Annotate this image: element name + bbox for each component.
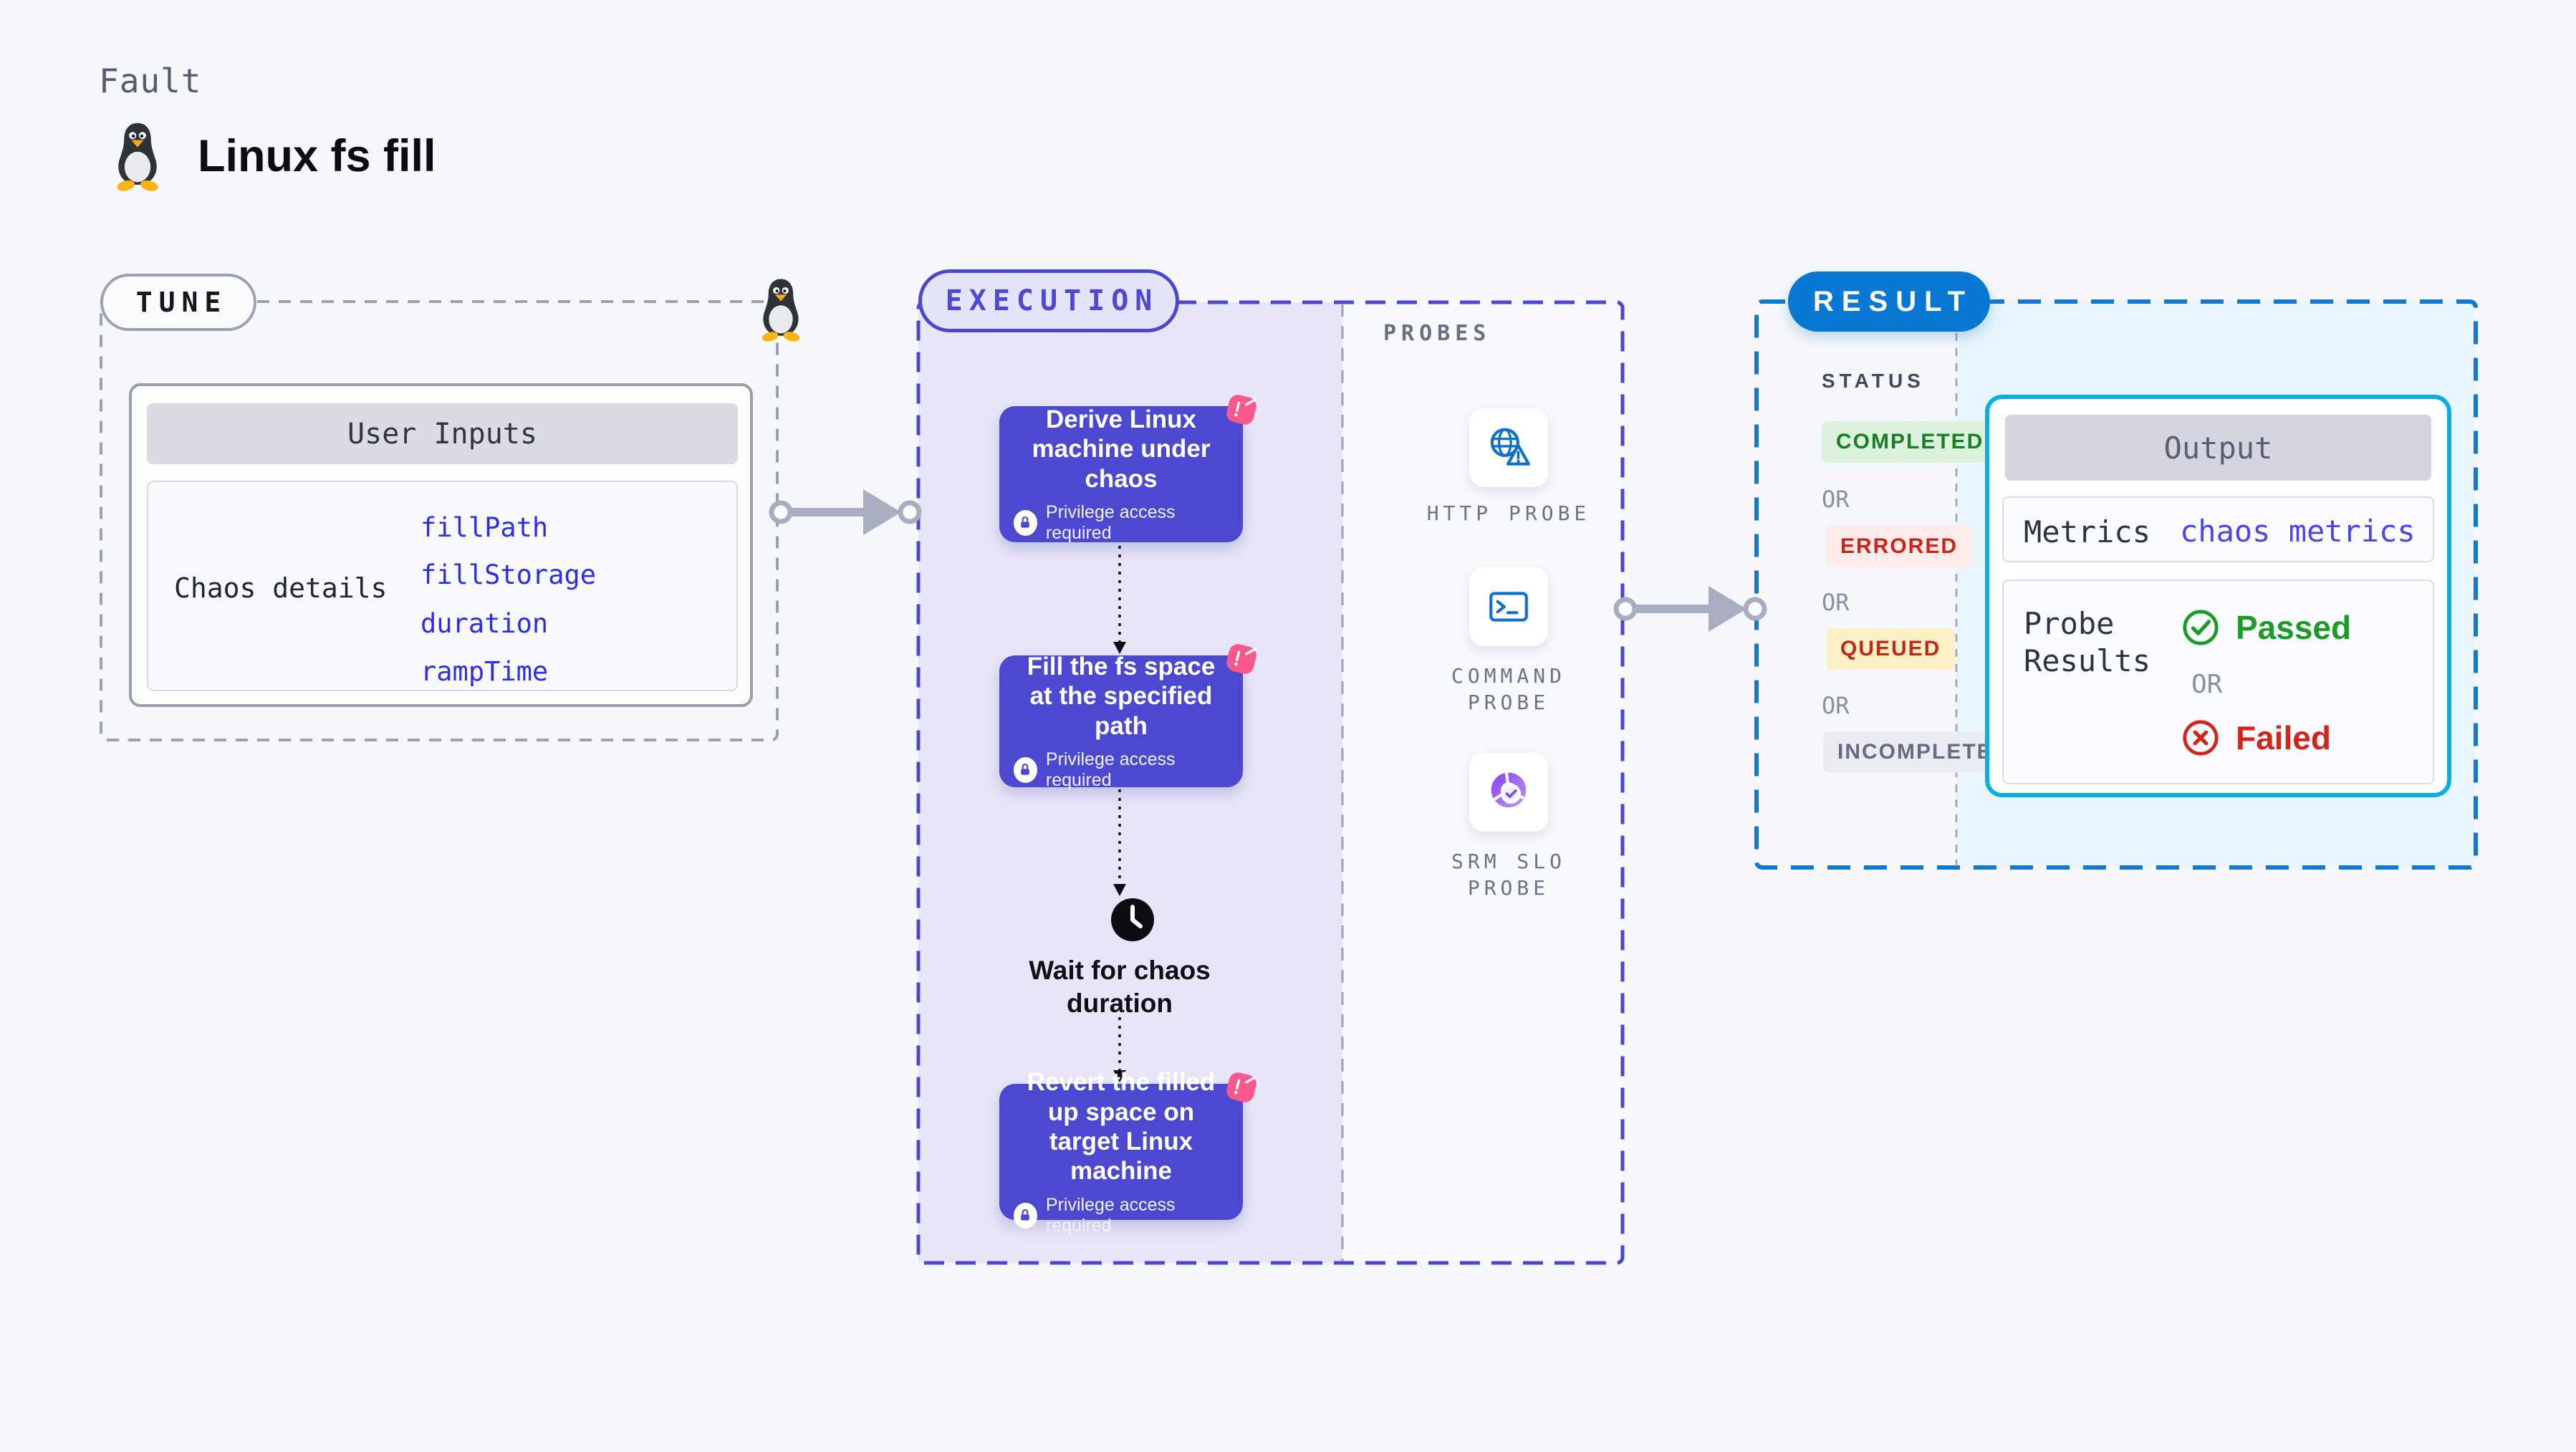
chaos-badge-icon (1226, 395, 1257, 425)
step-connector-arrowheads (1113, 642, 1126, 1082)
status-badge-queued: QUEUED (1826, 628, 1956, 670)
tune-pill-label: TUNE (135, 287, 228, 318)
user-inputs-header: User Inputs (147, 403, 738, 464)
slo-donut-icon (1491, 771, 1527, 808)
check-circle-icon (2183, 610, 2219, 645)
probe-failed-line: Failed (2181, 718, 2331, 757)
privilege-note: Privilege access required (1045, 749, 1176, 790)
metrics-value-link: chaos metrics (2180, 514, 2416, 549)
status-badge-errored: ERRORED (1826, 526, 1973, 567)
chaos-details-label: Chaos details (174, 572, 388, 604)
param-duration: duration (420, 608, 549, 639)
globe-warning-icon (1490, 428, 1530, 466)
output-card: Output Metrics chaos metrics Probe Resul… (1985, 395, 2451, 797)
command-probe-label: COMMAND PROBE (1451, 664, 1566, 714)
metrics-row: Metrics chaos metrics (2002, 496, 2434, 562)
wait-step-label: Wait for chaos duration (1029, 956, 1211, 1018)
param-fillstorage: fillStorage (420, 559, 597, 590)
arrow-execution-to-result (1613, 586, 1767, 632)
srm-slo-probe-card (1469, 753, 1548, 832)
probe-results-row: Probe Results Passed OR Failed (2002, 580, 2434, 784)
srm-slo-probe-label: SRM SLO PROBE (1451, 850, 1566, 900)
probes-section-label: PROBES (1383, 321, 1491, 346)
arrow-tune-to-execution (769, 489, 922, 535)
execution-pill-label: EXECUTION (945, 284, 1159, 317)
or-separator: OR (1822, 692, 1850, 719)
or-separator: OR (1822, 589, 1850, 616)
metrics-label: Metrics (2024, 514, 2151, 549)
user-inputs-card: User Inputs Chaos details fillPath fillS… (129, 383, 753, 707)
tux-icon (117, 122, 158, 191)
passed-label: Passed (2236, 609, 2352, 646)
terminal-icon (1489, 592, 1528, 622)
execution-dashed-box (916, 300, 1625, 1265)
tux-corner-icon (761, 279, 800, 342)
privilege-note: Privilege access required (1045, 501, 1176, 543)
http-probe-card (1469, 408, 1548, 487)
chaos-badge-icon (1226, 644, 1257, 674)
result-pill-label: RESULT (1812, 285, 1974, 317)
step-title: Derive Linux machine under chaos (1032, 405, 1211, 493)
or-separator: OR (1822, 486, 1850, 513)
step-title: Fill the fs space at the specified path (1027, 653, 1216, 740)
or-separator: OR (2191, 670, 2223, 699)
param-ramptime: rampTime (420, 656, 549, 687)
status-heading: STATUS (1822, 370, 1925, 392)
privilege-note: Privilege access required (1045, 1194, 1176, 1236)
clock-icon (1111, 898, 1154, 941)
step-title: Revert the filled up space on target Lin… (1027, 1068, 1216, 1186)
result-pill: RESULT (1788, 271, 1990, 332)
step-card-revert: Revert the filled up space on target Lin… (999, 1068, 1243, 1236)
fault-eyebrow: Fault (99, 62, 202, 100)
x-circle-icon (2183, 720, 2219, 756)
lock-icon (1014, 509, 1037, 536)
step-card-fill: Fill the fs space at the specified path … (999, 653, 1243, 790)
http-probe-label: HTTP PROBE (1426, 501, 1591, 525)
chaos-badge-icon (1226, 1072, 1257, 1102)
failed-label: Failed (2236, 719, 2331, 756)
chaos-details-box: Chaos details fillPath fillStorage durat… (147, 481, 738, 691)
command-probe-card (1469, 567, 1548, 646)
probe-passed-line: Passed (2181, 608, 2351, 647)
execution-pill: EXECUTION (918, 269, 1179, 332)
output-title: Output (2163, 430, 2273, 466)
lock-icon (1014, 1202, 1037, 1229)
status-badge-completed: COMPLETED (1822, 421, 1999, 463)
step-card-derive: Derive Linux machine under chaos Privile… (999, 405, 1243, 543)
result-dashed-box (1754, 299, 2478, 870)
probe-results-label: Probe Results (2024, 606, 2151, 678)
output-header: Output (2005, 415, 2431, 481)
lock-icon (1014, 756, 1037, 783)
page-title: Linux fs fill (198, 131, 436, 181)
user-inputs-title: User Inputs (347, 417, 537, 451)
param-fillpath: fillPath (420, 512, 549, 543)
tune-pill: TUNE (100, 274, 256, 331)
